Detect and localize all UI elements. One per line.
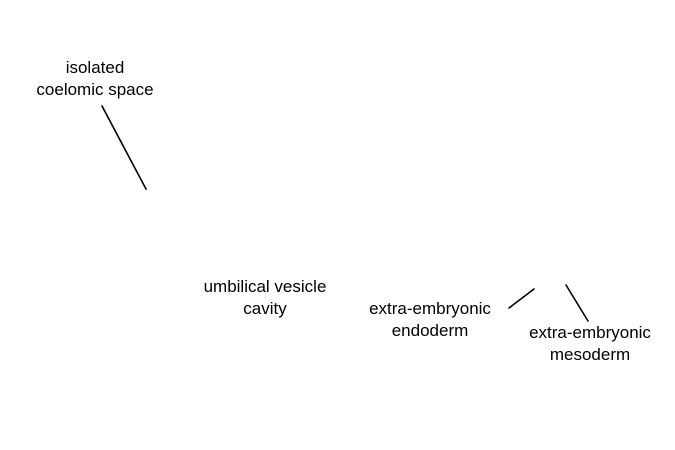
leader-line-isolated-coelomic-space <box>101 105 147 190</box>
leader-line-extra-embryonic-mesoderm <box>565 284 589 322</box>
label-extra-embryonic-mesoderm-line2: mesoderm <box>549 345 631 364</box>
label-isolated-coelomic-space-line1: isolated <box>65 58 125 77</box>
label-extra-embryonic-mesoderm-line1: extra-embryonic <box>529 323 651 342</box>
leader-line-extra-embryonic-endoderm <box>508 288 535 309</box>
label-isolated-coelomic-space-line2: coelomic space <box>36 80 154 99</box>
label-umbilical-vesicle-cavity-line1: umbilical vesicle <box>203 277 327 296</box>
label-umbilical-vesicle-cavity-line2: cavity <box>243 299 287 318</box>
label-extra-embryonic-endoderm: extra-embryonic endoderm <box>355 298 505 342</box>
label-extra-embryonic-endoderm-line2: endoderm <box>391 321 469 340</box>
label-isolated-coelomic-space: isolated coelomic space <box>30 57 160 101</box>
label-umbilical-vesicle-cavity: umbilical vesicle cavity <box>190 276 340 320</box>
label-extra-embryonic-mesoderm: extra-embryonic mesoderm <box>515 322 665 366</box>
label-extra-embryonic-endoderm-line1: extra-embryonic <box>369 299 491 318</box>
